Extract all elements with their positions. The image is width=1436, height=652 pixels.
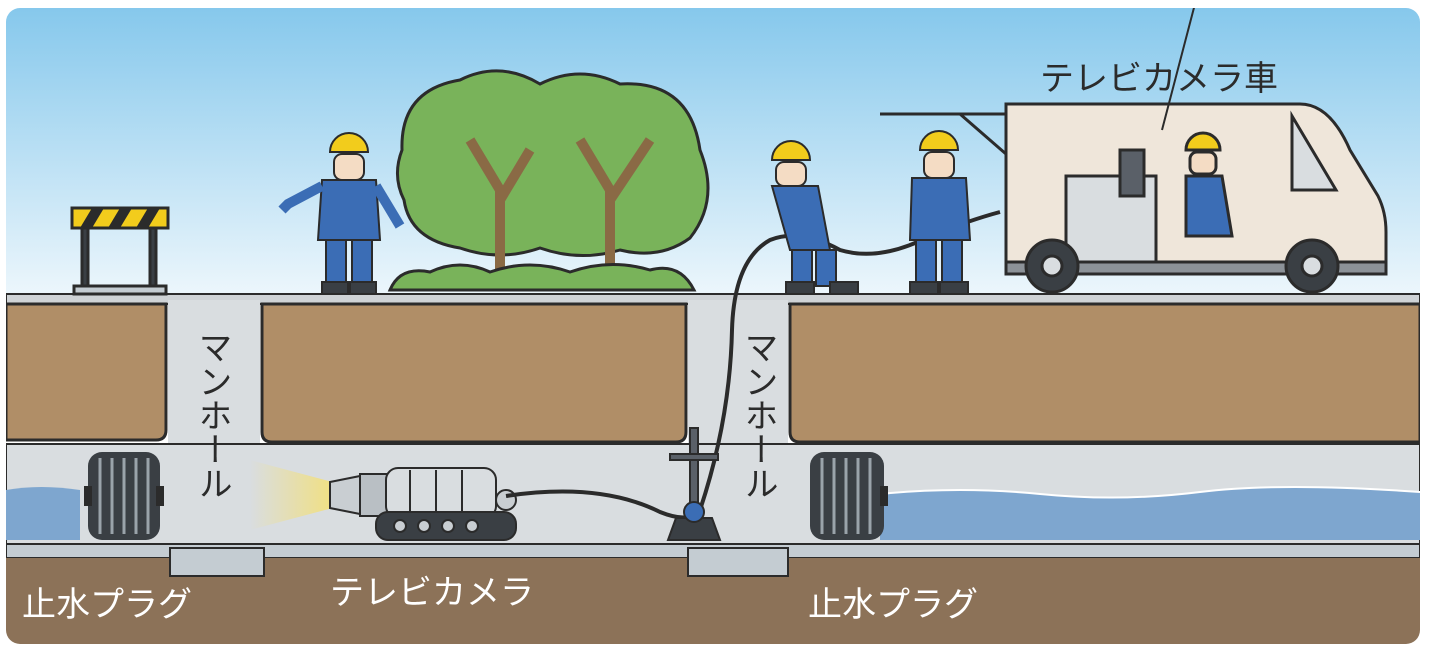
tree-icon bbox=[387, 69, 710, 292]
worker-icon bbox=[770, 140, 859, 295]
label-manhole-right: マンホール bbox=[738, 330, 778, 500]
water-left bbox=[6, 487, 80, 540]
soil-block-middle bbox=[260, 302, 688, 444]
label-water-stop-plug-left: 止水プラグ bbox=[22, 585, 192, 625]
barrier-icon bbox=[70, 206, 170, 296]
camera-robot-icon bbox=[329, 467, 517, 541]
label-tv-camera-truck: テレビカメラ車 bbox=[1040, 59, 1278, 99]
reel-stand-icon bbox=[666, 427, 722, 541]
label-tv-camera: テレビカメラ bbox=[330, 573, 534, 613]
worker-icon bbox=[908, 130, 972, 295]
manhole-shaft-left bbox=[168, 300, 260, 450]
soil-layer bbox=[6, 302, 1420, 444]
truck-leader-line bbox=[1161, 8, 1197, 131]
label-manhole-left: マンホール bbox=[192, 330, 232, 500]
camera-cable bbox=[505, 210, 1001, 520]
label-water-stop-plug-right: 止水プラグ bbox=[808, 585, 978, 625]
worker-icon bbox=[278, 132, 405, 295]
plug-icon bbox=[810, 452, 888, 540]
manhole-sump-right bbox=[687, 547, 789, 577]
camera-light-beam bbox=[250, 460, 340, 530]
manhole-shaft-right bbox=[688, 300, 788, 450]
water-right bbox=[880, 487, 1420, 540]
truck-icon bbox=[880, 102, 1388, 294]
plug-icon bbox=[84, 452, 164, 540]
soil-block-left bbox=[6, 302, 168, 442]
manhole-sump-left bbox=[169, 547, 265, 577]
soil-block-right bbox=[788, 302, 1420, 444]
